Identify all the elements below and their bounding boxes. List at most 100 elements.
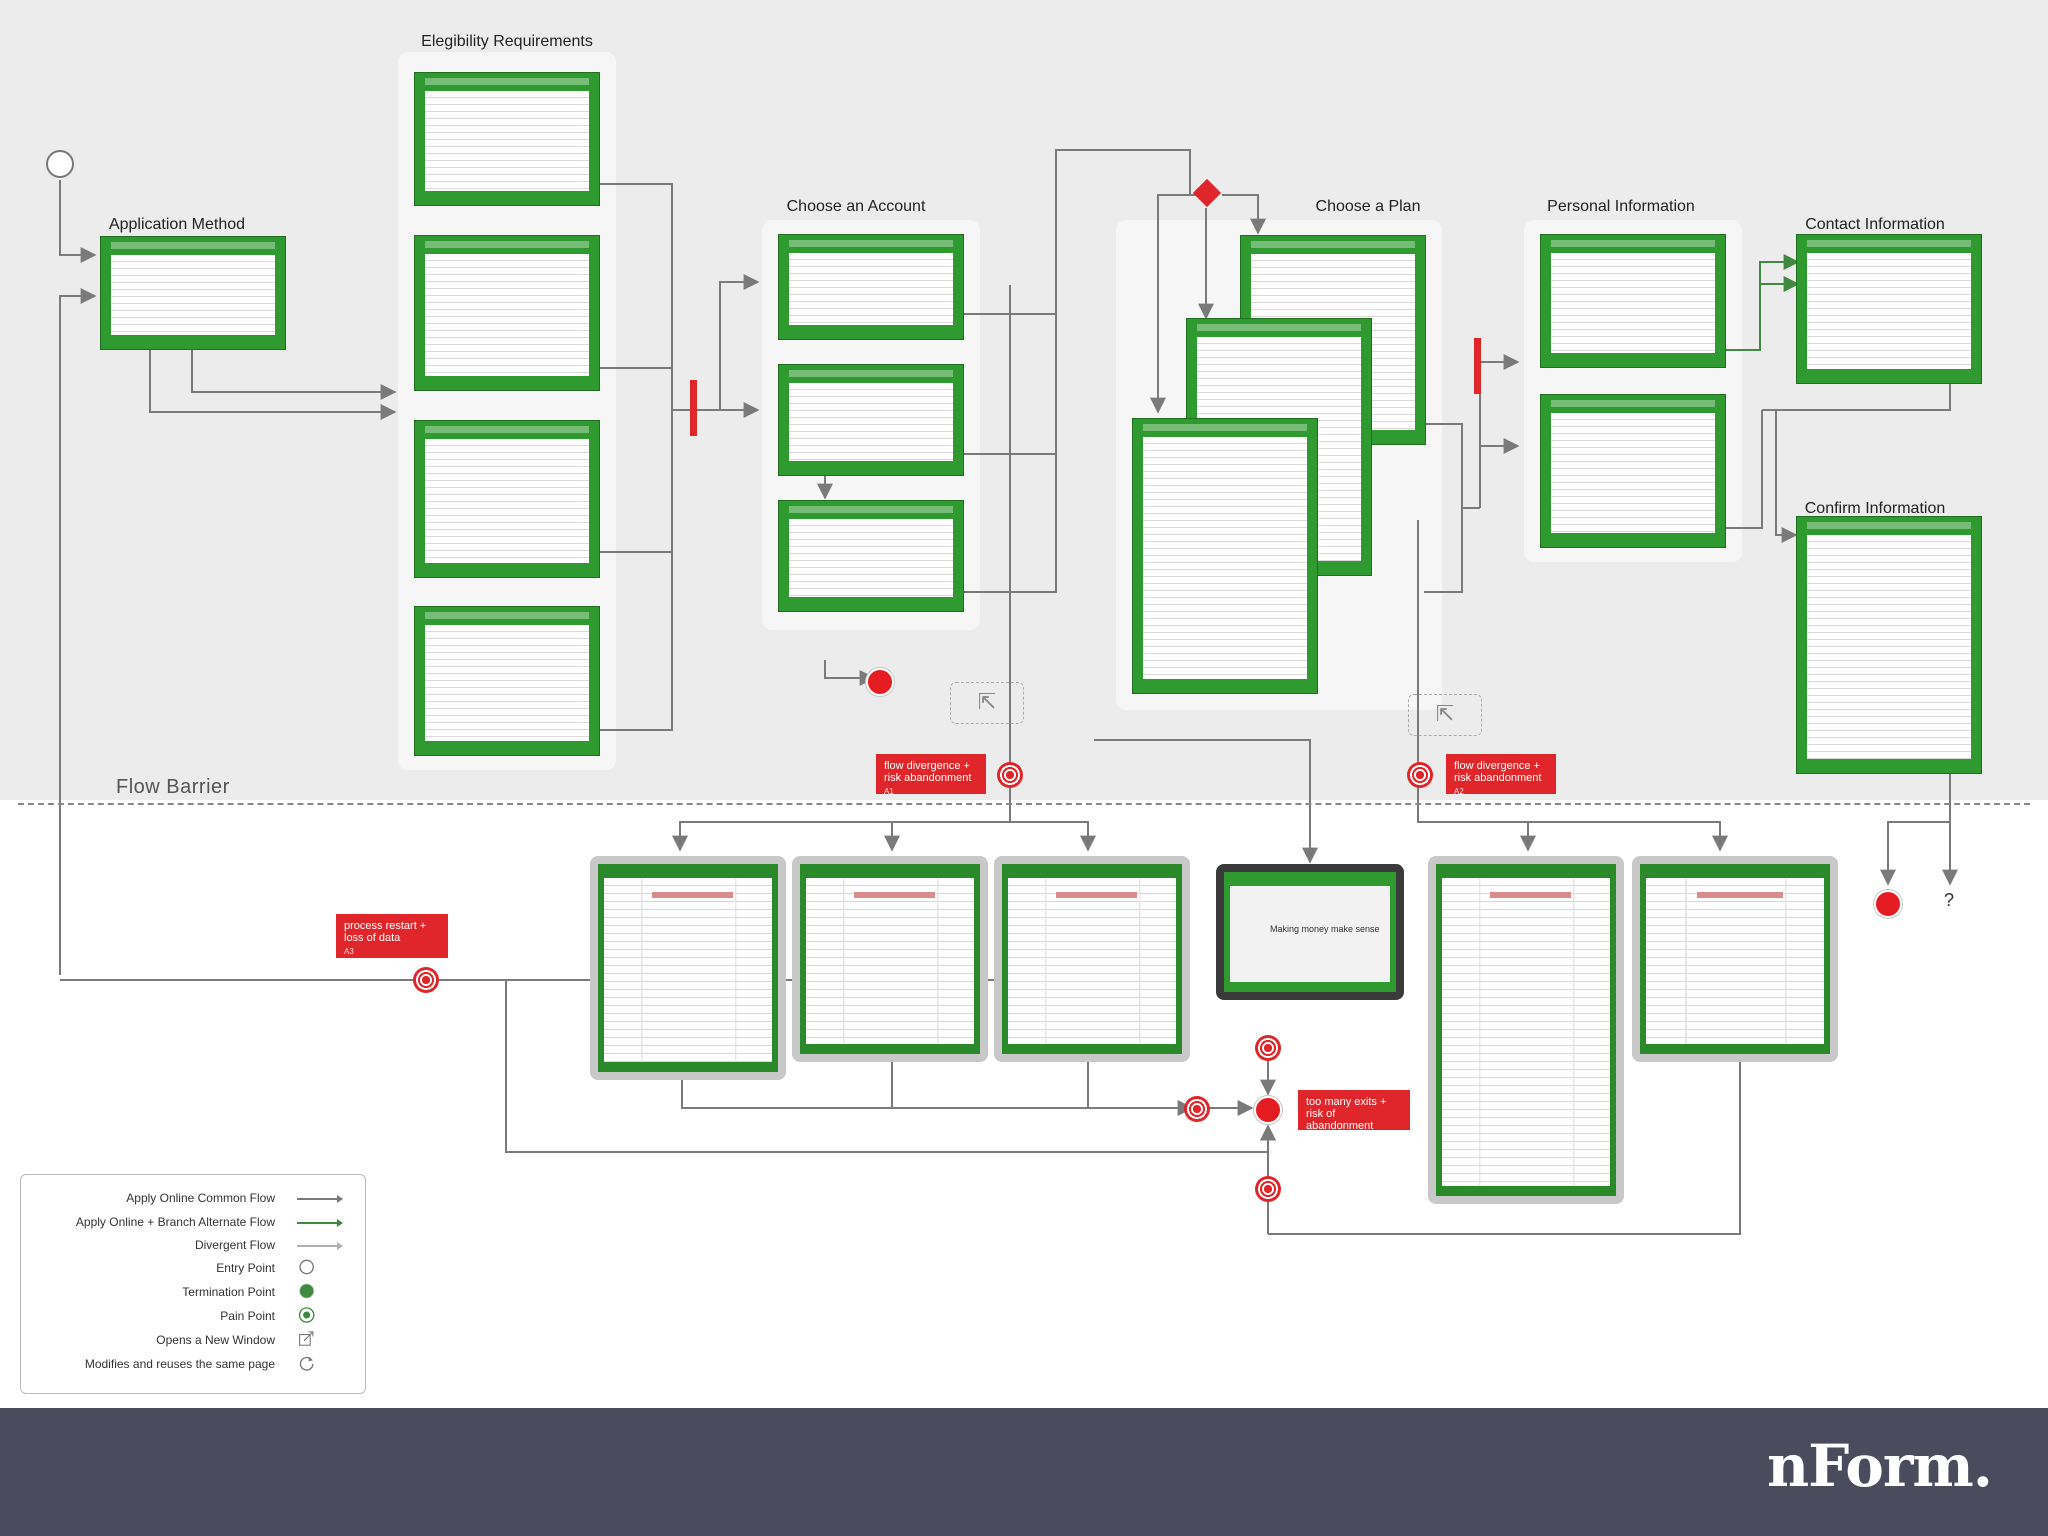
flow-eligibility-trunk	[598, 183, 673, 731]
legend-label-branch-flow: Apply Online + Branch Alternate Flow	[75, 1215, 275, 1229]
unknown-end-marker: ?	[1944, 890, 1955, 910]
legend-label-reuse-page: Modifies and reuses the same page	[84, 1357, 275, 1371]
flow-restart-loop	[59, 288, 97, 975]
lower-screen-2[interactable]	[792, 856, 988, 1062]
flow-personal-2-to-confirm	[1724, 410, 1763, 529]
screen-personal-1[interactable]	[1540, 234, 1726, 368]
flow-divergence-a1-right	[1010, 821, 1096, 852]
entry-point-icon	[46, 150, 74, 178]
new-window-marker-account: ⇱	[950, 682, 1024, 724]
nform-logo: nForm.	[1767, 1432, 1993, 1500]
arrow-light-icon	[297, 1242, 343, 1250]
flow-contact-down	[1762, 370, 1951, 411]
reuse-page-icon	[299, 1356, 314, 1371]
legend-label-divergent-flow: Divergent Flow	[194, 1238, 275, 1252]
lower-screen-5[interactable]	[1428, 856, 1624, 1204]
callout-code: A3	[344, 947, 354, 956]
flow-to-account-1	[696, 274, 760, 411]
callout-text: process restart + loss of data	[344, 920, 427, 944]
column-title-personal: Personal Information	[1547, 198, 1695, 215]
callout-divergence-a2: flow divergence + risk abandonment A2	[1446, 754, 1556, 796]
screen-eligibility-3[interactable]	[414, 420, 600, 578]
entry-point-icon	[299, 1259, 314, 1275]
termination-point-icon	[299, 1283, 315, 1299]
callout-restart-a3: process restart + loss of data A3	[336, 914, 448, 958]
flow-connectors	[59, 149, 1958, 1235]
flow-divergence-a1-left	[672, 285, 1011, 852]
fork-bar-account	[690, 380, 697, 436]
arrow-green-icon	[297, 1219, 343, 1227]
legend-label-new-window: Opens a New Window	[156, 1333, 275, 1347]
legend-label-common-flow: Apply Online Common Flow	[126, 1191, 275, 1205]
legend-label-termination: Termination Point	[182, 1285, 275, 1299]
flow-divergence-a2-right	[1528, 821, 1728, 852]
termination-point-account	[866, 668, 894, 696]
screen-eligibility-4[interactable]	[414, 606, 600, 756]
column-title-application-method: Application Method	[108, 216, 246, 233]
flow-plan-to-modal	[1094, 739, 1318, 864]
flow-lower-to-exits-a	[681, 1078, 1194, 1116]
flow-divergence-a2-left	[1417, 520, 1536, 852]
new-window-icon: ⇱	[1435, 701, 1455, 726]
pain-point-bottom	[1255, 1176, 1281, 1202]
flow-diagram-canvas: Application Method Elegibility Requireme…	[0, 0, 2048, 1408]
screen-account-2[interactable]	[778, 364, 964, 476]
flow-personal-to-contact-alt	[1759, 276, 1800, 350]
flow-account-3-merge	[962, 454, 1057, 593]
column-title-eligibility: Elegibility Requirements	[421, 33, 593, 50]
column-title-contact: Contact Information	[1805, 216, 1945, 233]
modal-text: Making money make sense	[1270, 924, 1380, 934]
flow-barrier-line	[18, 803, 2030, 805]
pain-point-a3	[413, 967, 439, 993]
lower-modal-screen[interactable]: Making money make sense	[1216, 864, 1404, 1000]
flow-method-to-eligibility-a	[149, 338, 397, 420]
callout-text: flow divergence + risk abandonment	[1454, 760, 1542, 784]
pain-point-icon	[298, 1307, 315, 1323]
screen-contact[interactable]	[1796, 234, 1982, 384]
pain-point-lower	[1184, 1096, 1210, 1122]
flow-account-to-plan	[962, 149, 1191, 315]
callout-code: A4	[1306, 1135, 1316, 1144]
flow-confirm-to-termination	[1880, 821, 1950, 886]
screen-account-3[interactable]	[778, 500, 964, 612]
screen-confirm[interactable]	[1796, 516, 1982, 774]
termination-point-confirm	[1874, 890, 1902, 918]
flow-method-to-eligibility-b	[191, 338, 397, 400]
pain-point-a4	[1254, 1096, 1282, 1124]
lower-screen-1[interactable]	[590, 856, 786, 1080]
pain-point-a1	[997, 762, 1023, 788]
lower-screen-3[interactable]	[994, 856, 1190, 1062]
screen-personal-2[interactable]	[1540, 394, 1726, 548]
new-window-icon: ⇱	[977, 689, 997, 714]
screen-application-method[interactable]	[100, 236, 286, 350]
flow-account-to-termination	[824, 660, 876, 686]
pain-point-a2	[1407, 762, 1433, 788]
callout-code: A2	[1454, 787, 1464, 796]
callout-code: A1	[884, 787, 894, 796]
flow-bottom-loop	[1268, 1060, 1741, 1235]
flow-barrier-label: Flow Barrier	[116, 776, 230, 798]
callout-text: too many exits + risk of abandonment	[1306, 1096, 1387, 1132]
screen-eligibility-2[interactable]	[414, 235, 600, 391]
legend-label-entry: Entry Point	[216, 1261, 275, 1275]
column-title-choose-account: Choose an Account	[786, 198, 926, 215]
flow-to-personal-2	[1479, 438, 1520, 508]
fork-bar-personal	[1474, 338, 1481, 394]
pain-point-modal	[1255, 1035, 1281, 1061]
flow-diamond-right	[1222, 194, 1266, 235]
flow-to-personal-1	[1479, 354, 1520, 508]
callout-text: flow divergence + risk abandonment	[884, 760, 972, 784]
lower-screen-6[interactable]	[1632, 856, 1838, 1062]
flow-plan-exit	[1424, 423, 1463, 593]
screen-eligibility-1[interactable]	[414, 72, 600, 206]
column-title-confirm: Confirm Information	[1804, 500, 1946, 517]
flow-diamond-left	[1150, 194, 1208, 414]
column-title-choose-plan: Choose a Plan	[1315, 198, 1421, 215]
callout-divergence-a1: flow divergence + risk abandonment A1	[876, 754, 986, 796]
flow-entry-to-method	[59, 180, 97, 263]
new-window-icon	[299, 1331, 314, 1346]
screen-plan-3[interactable]	[1132, 418, 1318, 694]
legend-label-pain: Pain Point	[220, 1309, 275, 1323]
screen-account-1[interactable]	[778, 234, 964, 340]
arrow-gray-icon	[297, 1195, 343, 1203]
